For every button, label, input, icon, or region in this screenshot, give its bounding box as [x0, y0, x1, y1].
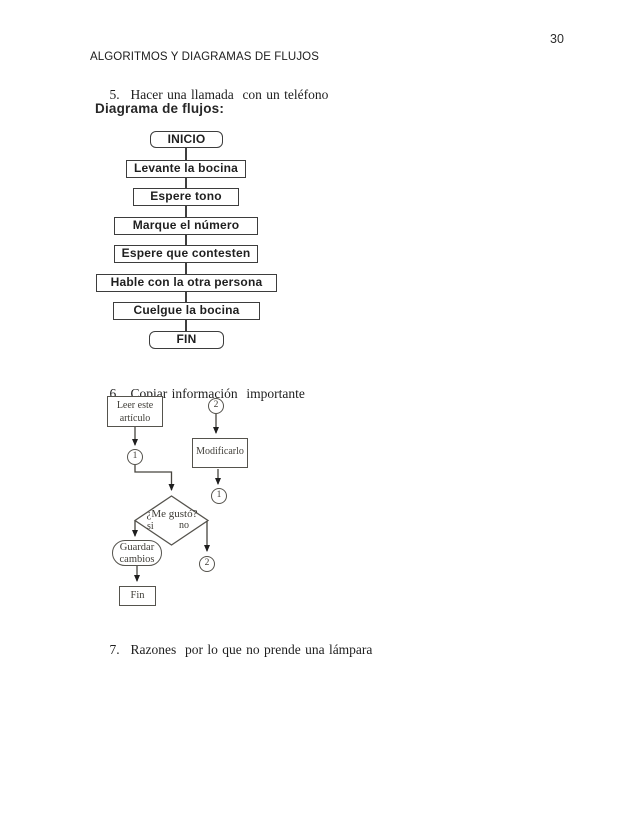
flowchart-node-hable-con-la-otra-persona: Hable con la otra persona: [96, 274, 277, 292]
flowchart-node-espere-tono: Espere tono: [133, 188, 239, 206]
flowchart-node-espere-que-contesten: Espere que contesten: [114, 245, 258, 263]
flowchart-connector-1-left: 1: [127, 449, 143, 465]
list-item-5-text: Hacer una llamada con un teléfono: [130, 87, 329, 102]
decision-branch-no: no: [179, 520, 189, 531]
edge-c1-to-decision: [134, 465, 175, 491]
flowchart-node-guardar-cambios: Guardar cambios: [112, 540, 162, 566]
header-title: ALGORITMOS Y DIAGRAMAS DE FLUJOS: [90, 51, 319, 63]
list-item-7: 7. Razones por lo que no prende una lámpa…: [92, 626, 373, 674]
decision-branch-si: si: [147, 521, 154, 532]
flowchart-node-leer-este-articulo: Leer este artículo: [107, 396, 163, 427]
flowchart-node-fin: Fin: [119, 586, 156, 606]
flowchart-node-cuelgue-la-bocina: Cuelgue la bocina: [113, 302, 260, 320]
flowchart-node-modificarlo: Modificarlo: [192, 438, 248, 468]
decision-diamond: [133, 495, 210, 546]
flowchart-node-decision-label: ¿Me gustó?: [146, 508, 198, 520]
flowchart-node-marque-el-numero: Marque el número: [114, 217, 258, 235]
flowchart-node-levante-la-bocina: Levante la bocina: [126, 160, 246, 178]
flowchart-node-fin: FIN: [149, 331, 224, 349]
node-label-line: cambios: [119, 553, 155, 565]
list-item-7-number: 7.: [109, 642, 120, 657]
node-label-line: artículo: [119, 413, 151, 424]
flowchart-connector-1-right: 1: [211, 488, 227, 504]
list-item-5: 5. Hacer una llamada con un teléfono: [92, 71, 329, 119]
page-number: 30: [550, 32, 564, 46]
flowchart-connector-2-top: 2: [208, 398, 224, 414]
list-item-5-number: 5.: [109, 87, 120, 102]
diagram-heading: Diagrama de flujos:: [95, 101, 225, 116]
flowchart-connector-2-bottom: 2: [199, 556, 215, 572]
flowchart-node-inicio: INICIO: [150, 131, 223, 148]
node-label-line: Leer este: [116, 400, 154, 411]
list-item-6-number: 6.: [109, 386, 120, 401]
flowchart-phone-connector-line: [185, 140, 187, 341]
list-item-7-text: Razones por lo que no prende una lámpara: [130, 642, 373, 657]
node-label-line: Guardar: [119, 542, 155, 553]
